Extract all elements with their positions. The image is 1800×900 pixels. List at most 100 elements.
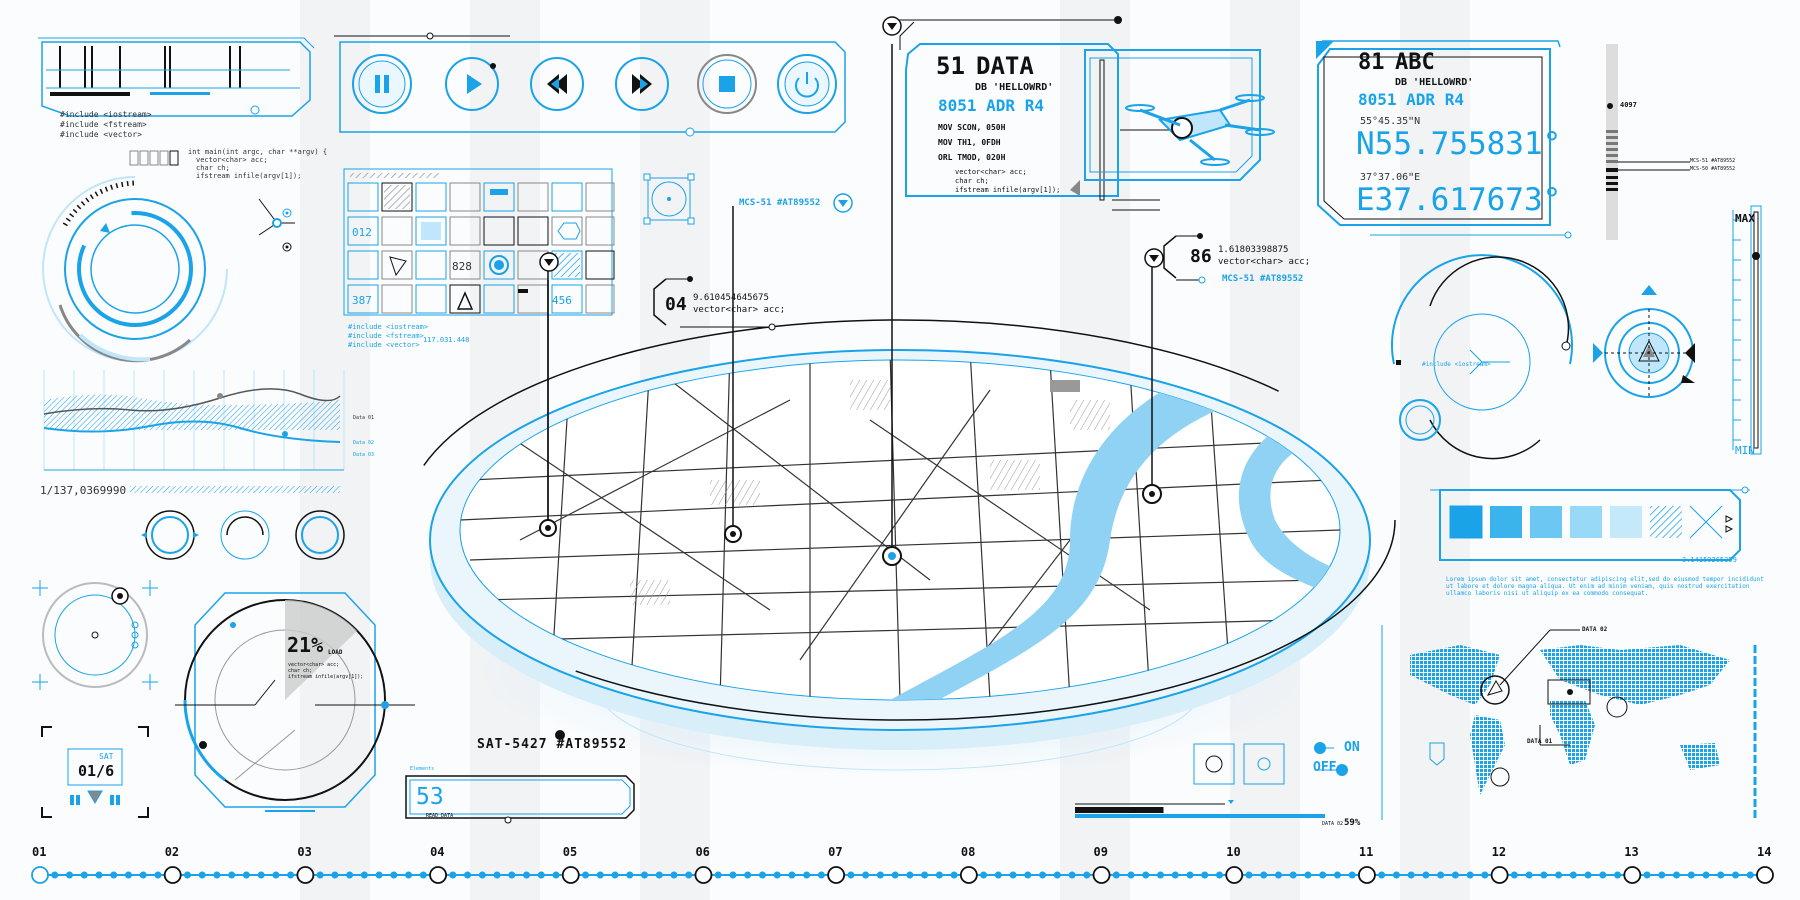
timeline-marker-07[interactable] [827, 866, 846, 884]
timeline-label-13: 13 [1624, 845, 1639, 859]
include-line: #include <fstream> [348, 332, 424, 340]
data-panel-title: DATA [976, 52, 1034, 80]
pause-icon[interactable] [350, 52, 414, 116]
timeline-marker-09[interactable] [1092, 866, 1111, 884]
barcode-panel [38, 37, 315, 117]
code-line: ifstream infile(argv[1]); [288, 674, 364, 680]
timeline-tick [65, 871, 73, 879]
counter-bar [130, 486, 340, 493]
grid-includes: #include <iostream> #include <fstream> #… [348, 323, 428, 350]
timeline-tick [1068, 871, 1076, 879]
play-icon[interactable] [440, 52, 504, 116]
longitude-dms: 37°37.06ʺE [1360, 172, 1421, 183]
load-gauge [175, 592, 415, 812]
timeline-tick [1274, 871, 1282, 879]
map-pin-icon[interactable] [1142, 246, 1166, 270]
timeline-tick [729, 871, 737, 879]
timeline-tick [1157, 871, 1165, 879]
fast-forward-icon[interactable] [610, 52, 674, 116]
media-buttons [350, 52, 850, 116]
timeline-tick [51, 871, 59, 879]
timeline-marker-04[interactable] [429, 866, 447, 884]
map-pin-icon[interactable] [831, 191, 855, 215]
abc-panel [1316, 40, 1572, 239]
timeline-tick [891, 871, 899, 879]
timeline-tick [375, 871, 383, 879]
timeline-tick [1466, 871, 1474, 879]
rewind-icon[interactable] [525, 52, 589, 116]
map-label: DATA 02 [1582, 626, 1608, 633]
map-pin-icon[interactable] [880, 14, 904, 38]
lorem-line: Lorem ipsum dolor sit amet, consectetur … [1446, 576, 1764, 583]
timeline-marker-06[interactable] [694, 866, 713, 884]
off-label[interactable]: OFF [1313, 760, 1337, 775]
toggle-dots[interactable] [1312, 740, 1352, 780]
bar-label: MCS-51 #AT89552 [1690, 158, 1736, 164]
timeline-marker-10[interactable] [1225, 866, 1244, 884]
power-icon[interactable] [775, 52, 839, 116]
timeline-marker-02[interactable] [163, 866, 182, 884]
data-panel-number: 51 [936, 52, 965, 80]
timeline-tick [935, 871, 943, 879]
timeline-tick [257, 871, 265, 879]
slider-max-label: MAX [1735, 212, 1755, 225]
timeline-tick [980, 871, 988, 879]
media-panel [334, 32, 846, 137]
timeline-tick [1732, 871, 1740, 879]
timeline-tick [626, 871, 634, 879]
timeline-marker-14[interactable] [1756, 866, 1774, 884]
timeline-tick [876, 871, 884, 879]
timeline-tick [1186, 871, 1194, 879]
timeline-tick [198, 871, 206, 879]
slider-min-label: MIN [1735, 444, 1755, 457]
timeline-marker-01[interactable] [31, 866, 49, 884]
timeline-tick [139, 871, 147, 879]
timeline-tick [817, 871, 825, 879]
longitude-value: E37.617673° [1356, 182, 1562, 218]
timeline-marker-03[interactable] [296, 866, 315, 884]
include-line: #include <iostream> [60, 110, 152, 119]
code-line: int main(int argc, char **argv) { [188, 148, 328, 156]
timeline-tick [537, 871, 545, 879]
timeline-tick [1053, 871, 1061, 879]
timeline-marker-05[interactable] [561, 866, 580, 884]
elements-header: Elements [410, 766, 435, 772]
timeline-marker-12[interactable] [1490, 866, 1509, 884]
timeline-tick [1083, 871, 1091, 879]
include-list: #include <iostream> #include <fstream> #… [60, 110, 152, 140]
load-unit: LOAD [328, 649, 343, 656]
graph-label: Data 01 [353, 415, 375, 421]
timeline-marker-13[interactable] [1623, 866, 1642, 884]
square-target-icon [643, 173, 695, 225]
timeline-tick [1614, 871, 1622, 879]
timeline-tick [758, 871, 766, 879]
data-panel-address: 8051 ADR R4 [938, 96, 1044, 115]
swatch-panel-tag: 3.14159265359 [1682, 556, 1737, 564]
vertical-slider[interactable] [1725, 200, 1795, 460]
callout-04-number: 04 [665, 294, 687, 315]
map-pin-icon[interactable] [537, 250, 561, 274]
timeline-tick [655, 871, 663, 879]
on-label[interactable]: ON [1344, 740, 1360, 755]
callout-mcs-left: MCS-51 #AT89552 [739, 198, 821, 208]
timeline-tick [1378, 871, 1386, 879]
timeline-tick [1540, 871, 1548, 879]
timeline-tick [1599, 871, 1607, 879]
timeline-tick [1702, 871, 1710, 879]
timeline-tick [95, 871, 103, 879]
timeline-marker-08[interactable] [959, 866, 978, 884]
timeline-marker-11[interactable] [1358, 866, 1376, 884]
timeline-tick [360, 871, 368, 879]
abc-panel-db: DB 'HELLOWRD' [1395, 77, 1474, 88]
stop-icon[interactable] [695, 52, 759, 116]
bar-chart-labels: MCS-51 #AT89552 MCS-50 #AT89552 [1690, 157, 1735, 173]
callout-04-frame [653, 276, 776, 331]
graph-legend: Data 01 [353, 403, 374, 433]
timeline-tick [1437, 871, 1445, 879]
sat-badge-value: 01/6 [78, 762, 115, 780]
callout-04-value: 9.610454645675 [693, 293, 769, 303]
timeline-tick [213, 871, 221, 879]
timeline-tick [183, 871, 191, 879]
timeline-tick [508, 871, 516, 879]
